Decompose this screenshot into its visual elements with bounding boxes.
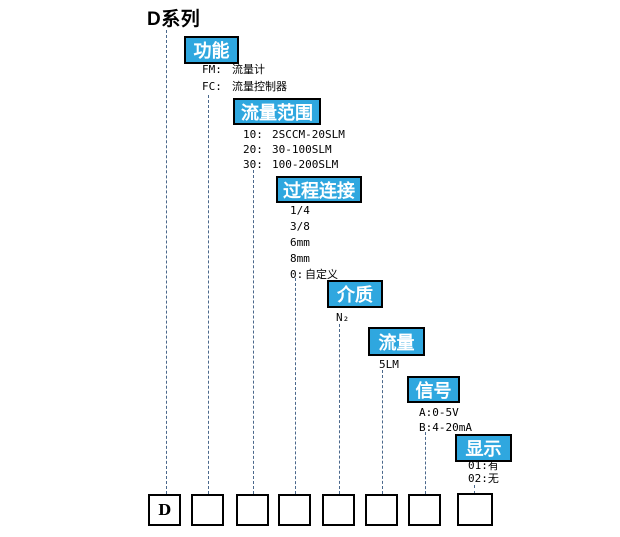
field-label-function: 功能 bbox=[184, 36, 239, 64]
code-box-series: D bbox=[148, 494, 181, 526]
field-label-signal: 信号 bbox=[407, 376, 460, 403]
option-desc: 自定义 bbox=[305, 268, 338, 281]
connector-line-flow-range bbox=[253, 170, 254, 494]
code-box-flow bbox=[365, 494, 398, 526]
option-conn-6mm: 6mm bbox=[290, 236, 310, 249]
option-conn-14: 1/4 bbox=[290, 204, 310, 217]
code-box-process-connection bbox=[278, 494, 311, 526]
option-display-02: 02:无 bbox=[468, 472, 499, 485]
connector-line-display bbox=[474, 485, 475, 494]
option-flow-5lm: 5LM bbox=[379, 358, 399, 371]
option-desc: 100-200SLM bbox=[272, 158, 339, 171]
field-label-flow-range: 流量范围 bbox=[233, 98, 321, 125]
option-code: 10: bbox=[243, 128, 263, 141]
option-range-30: 30: 100-200SLM bbox=[243, 158, 338, 171]
connector-line-function bbox=[208, 95, 209, 494]
code-box-flow-range bbox=[236, 494, 269, 526]
option-signal-a: A:0-5V bbox=[419, 406, 459, 419]
option-code: 20: bbox=[243, 143, 263, 156]
field-label-flow: 流量 bbox=[368, 327, 425, 356]
code-box-signal bbox=[408, 494, 441, 526]
option-signal-b: B:4-20mA bbox=[419, 421, 472, 434]
connector-line-flow bbox=[382, 370, 383, 494]
option-display-01: 01:有 bbox=[468, 459, 499, 472]
option-fm: FM: 流量计 bbox=[202, 63, 265, 76]
page-title: D系列 bbox=[147, 9, 201, 30]
connector-line-series bbox=[166, 30, 167, 494]
option-desc: 30-100SLM bbox=[272, 143, 332, 156]
option-code: FM: bbox=[202, 63, 222, 76]
field-label-medium: 介质 bbox=[327, 280, 383, 308]
code-box-medium bbox=[322, 494, 355, 526]
option-desc: 流量控制器 bbox=[232, 80, 287, 93]
code-box-function bbox=[191, 494, 224, 526]
option-code: 30: bbox=[243, 158, 263, 171]
field-label-process-connection: 过程连接 bbox=[276, 176, 362, 203]
option-desc: 2SCCM-20SLM bbox=[272, 128, 345, 141]
option-range-10: 10: 2SCCM-20SLM bbox=[243, 128, 345, 141]
option-conn-38: 3/8 bbox=[290, 220, 310, 233]
option-code: FC: bbox=[202, 80, 222, 93]
code-box-display bbox=[457, 493, 493, 526]
option-medium-n2: N₂ bbox=[336, 311, 350, 324]
field-label-display: 显示 bbox=[455, 434, 512, 462]
option-range-20: 20: 30-100SLM bbox=[243, 143, 332, 156]
connector-line-process-connection bbox=[295, 278, 296, 494]
option-conn-custom: 0:自定义 bbox=[290, 268, 338, 281]
option-code: 0: bbox=[290, 268, 304, 281]
option-conn-8mm: 8mm bbox=[290, 252, 310, 265]
connector-line-signal bbox=[425, 432, 426, 494]
option-desc: 流量计 bbox=[232, 63, 265, 76]
connector-line-medium bbox=[339, 324, 340, 494]
option-fc: FC: 流量控制器 bbox=[202, 80, 287, 93]
